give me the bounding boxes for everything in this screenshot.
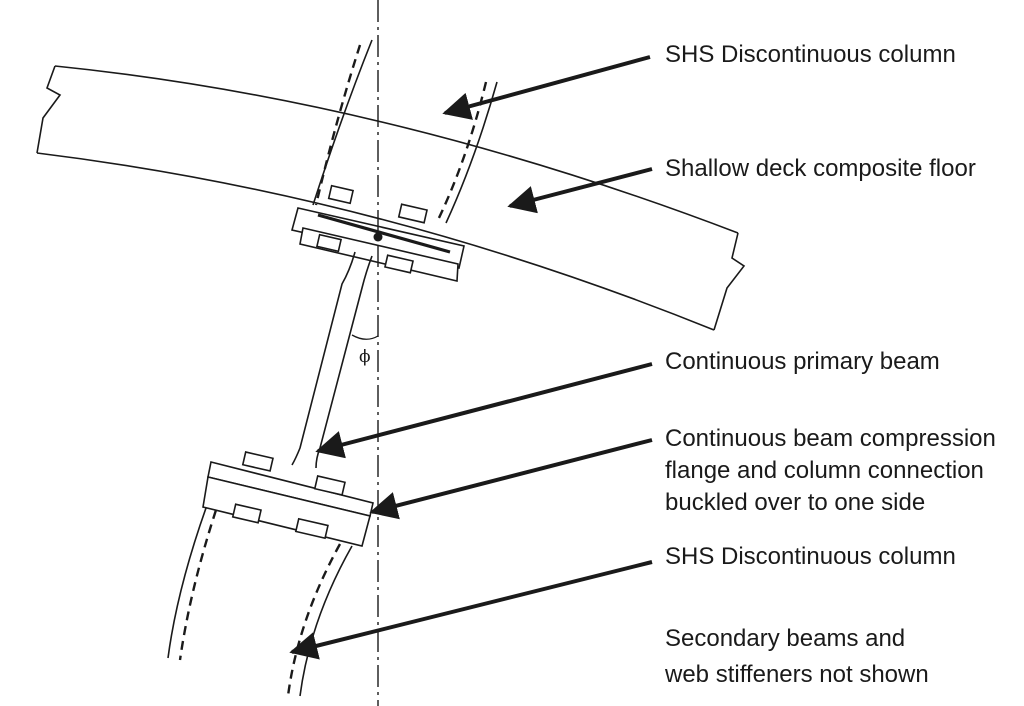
bottom-bolt-4	[294, 517, 329, 540]
bottom-column-right-inner-dashed	[286, 543, 342, 697]
web-right-edge	[315, 255, 373, 469]
leader-arrows	[289, 55, 653, 660]
label-floor: Shallow deck composite floor	[665, 155, 976, 182]
top-column-left-wall	[312, 39, 373, 206]
top-column-left-inner-dashed	[314, 44, 362, 206]
bottom-bolt-2	[313, 475, 346, 496]
angle-arc	[351, 334, 379, 340]
bottom-column-left-wall	[167, 507, 207, 659]
top-column-right-wall	[445, 81, 498, 224]
top-bolt-1	[327, 184, 355, 205]
top-column-right-inner-dashed	[435, 81, 488, 223]
label-primary-beam: Continuous primary beam	[665, 348, 940, 375]
top-bolt-3	[315, 233, 343, 253]
bottom-column	[167, 507, 353, 697]
bottom-bolt-1	[241, 451, 274, 472]
label-bottom-column: SHS Discontinuous column	[665, 543, 956, 570]
label-compression-line-2: flange and column connection	[665, 457, 984, 484]
label-compression-line-3: buckled over to one side	[665, 489, 925, 516]
slip-line	[317, 213, 451, 254]
bottom-bolt-3	[231, 503, 262, 524]
arrow-bottom-column	[289, 560, 653, 660]
arrow-compression-flange	[369, 438, 653, 520]
slab-right-break	[713, 232, 746, 331]
bottom-connection	[202, 451, 374, 547]
top-bolt-2	[397, 203, 428, 224]
composite-floor-slab	[36, 65, 746, 331]
top-bolt-4	[384, 254, 414, 274]
arrow-top-column	[442, 55, 651, 120]
slab-top-edge	[54, 65, 739, 234]
arrow-floor	[507, 167, 653, 214]
primary-beam-web	[291, 251, 373, 469]
note-line-1: Secondary beams and	[665, 625, 905, 652]
top-column	[312, 39, 498, 224]
arrow-primary-beam	[315, 362, 653, 459]
bottom-column-end-plate	[202, 476, 371, 547]
slab-left-break	[36, 65, 62, 154]
web-left-edge	[291, 251, 356, 466]
label-top-column: SHS Discontinuous column	[665, 41, 956, 68]
bottom-column-left-inner-dashed	[178, 509, 218, 661]
bottom-column-right-wall	[299, 545, 353, 697]
note-line-2: web stiffeners not shown	[664, 661, 929, 688]
angle-symbol: ϕ	[359, 347, 371, 367]
label-compression-line-1: Continuous beam compression	[665, 425, 996, 452]
